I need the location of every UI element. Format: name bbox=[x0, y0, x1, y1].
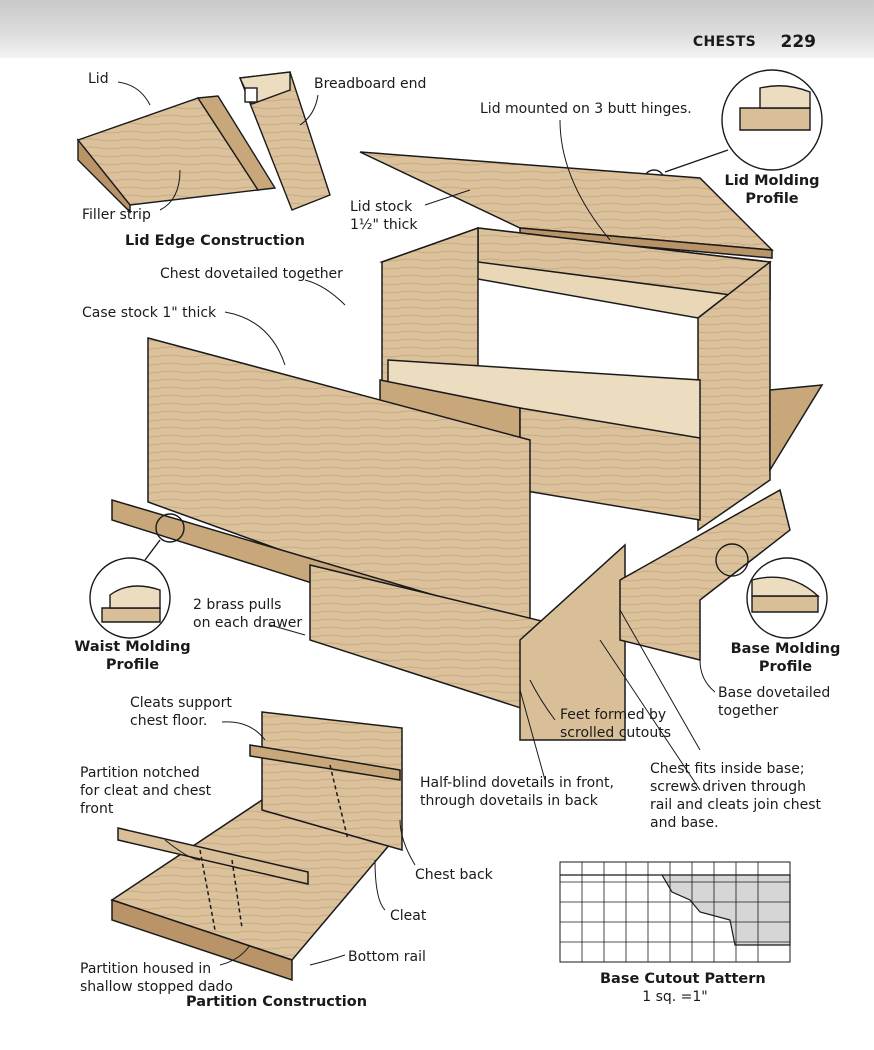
label-through-dovetails: through dovetails in back bbox=[420, 793, 598, 809]
lid-molding-profile bbox=[643, 69, 823, 191]
label-base-dovetailed: Base dovetailed bbox=[718, 685, 831, 701]
caption-lid-edge-construction: Lid Edge Construction bbox=[125, 233, 305, 249]
running-head: CHESTS bbox=[692, 34, 756, 50]
caption-base-cutout-pattern: Base Cutout Pattern bbox=[600, 971, 766, 987]
label-cleat: Cleat bbox=[390, 908, 427, 924]
label-cleats-support: Cleats support bbox=[130, 695, 232, 711]
label-chest-back: Chest back bbox=[415, 867, 493, 883]
label-case-stock: Case stock 1" thick bbox=[82, 305, 217, 321]
label-breadboard-end: Breadboard end bbox=[314, 76, 427, 92]
base-and-drawer bbox=[111, 384, 824, 742]
label-base-dovetailed-together: together bbox=[718, 703, 779, 719]
caption-waist-molding-profile: Profile bbox=[105, 657, 160, 673]
label-bottom-rail: Bottom rail bbox=[348, 949, 426, 965]
label-chest-fits-2: screws driven through bbox=[650, 779, 807, 795]
partition-construction-drawing bbox=[110, 711, 404, 982]
label-lid-stock-thickness: 1½" thick bbox=[350, 217, 418, 233]
page-number: 229 bbox=[780, 32, 817, 52]
caption-waist-molding: Waist Molding bbox=[74, 639, 191, 655]
label-chest-fits-3: rail and cleats join chest bbox=[650, 797, 822, 813]
caption-lid-molding: Lid Molding bbox=[724, 173, 820, 189]
label-chest-fits-4: and base. bbox=[650, 815, 719, 831]
caption-base-molding: Base Molding bbox=[730, 641, 841, 657]
label-chest-dovetailed: Chest dovetailed together bbox=[160, 266, 343, 282]
leader-lines bbox=[117, 81, 716, 966]
label-filler-strip: Filler strip bbox=[82, 207, 151, 223]
caption-base-molding-profile: Profile bbox=[758, 659, 813, 675]
label-half-blind-dovetails: Half-blind dovetails in front, bbox=[420, 775, 614, 791]
label-lid-hinges: Lid mounted on 3 butt hinges. bbox=[480, 101, 692, 117]
caption-partition-construction: Partition Construction bbox=[186, 994, 368, 1010]
label-scale: 1 sq. =1" bbox=[642, 989, 708, 1005]
label-brass-pulls-drawer: on each drawer bbox=[193, 615, 303, 631]
label-lid-stock: Lid stock bbox=[350, 199, 413, 215]
label-partition-notched-3: front bbox=[80, 801, 114, 817]
base-cutout-grid bbox=[559, 861, 791, 963]
label-partition-notched: Partition notched bbox=[80, 765, 200, 781]
label-brass-pulls: 2 brass pulls bbox=[193, 597, 282, 613]
label-partition-housed: Partition housed in bbox=[80, 961, 212, 977]
label-partition-notched-2: for cleat and chest bbox=[80, 783, 212, 799]
label-chest-fits: Chest fits inside base; bbox=[650, 761, 805, 777]
upper-case bbox=[379, 226, 772, 532]
label-feet-formed: Feet formed by bbox=[560, 707, 667, 723]
label-lid: Lid bbox=[88, 71, 109, 87]
base-molding-profile bbox=[715, 543, 828, 639]
label-stopped-dado: shallow stopped dado bbox=[80, 979, 233, 995]
waist-molding-profile bbox=[89, 513, 185, 639]
caption-lid-molding-profile: Profile bbox=[745, 191, 799, 207]
lid-edge-detail bbox=[76, 71, 331, 214]
label-scrolled-cutouts: scrolled cutouts bbox=[560, 725, 672, 741]
header-band bbox=[0, 0, 874, 58]
label-chest-floor: chest floor. bbox=[130, 713, 208, 729]
